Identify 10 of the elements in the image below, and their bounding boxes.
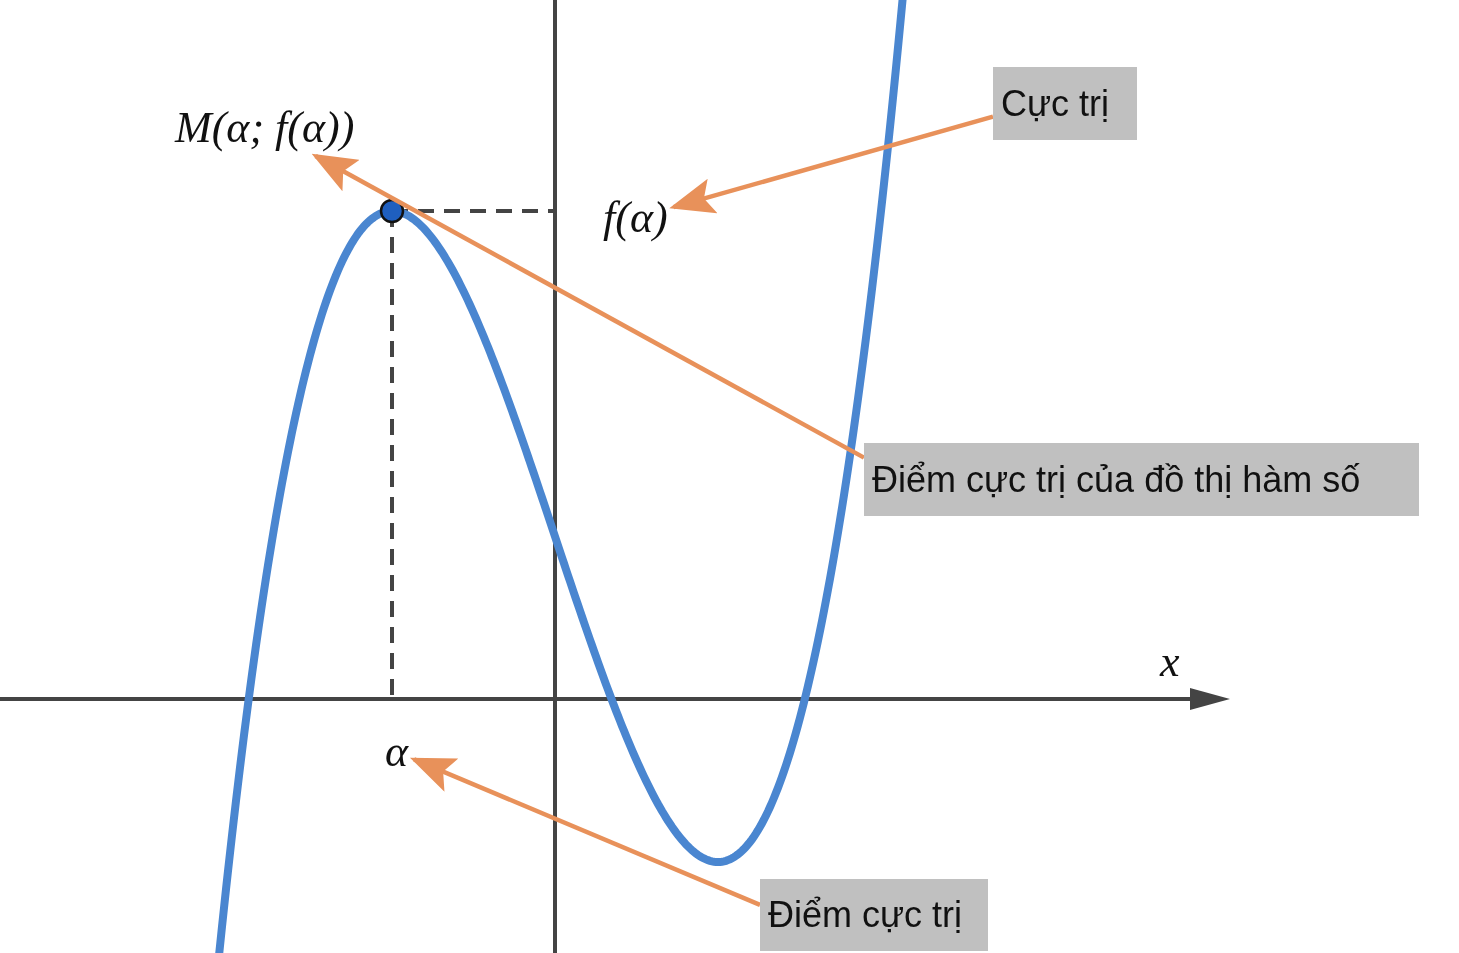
- leader-arrow: [311, 153, 866, 460]
- point-label: M(α; f(α)): [175, 106, 355, 150]
- value-label: f(α): [603, 196, 668, 240]
- leader-arrow: [409, 757, 761, 907]
- abscissa-label: α: [385, 730, 409, 774]
- leader-arrow: [669, 114, 994, 214]
- callout-box: Cực trị: [993, 67, 1137, 140]
- callout-box: Điểm cực trị của đồ thị hàm số: [864, 443, 1419, 516]
- callout-box: Điểm cực trị: [760, 879, 988, 951]
- axis-label: x: [1160, 640, 1180, 684]
